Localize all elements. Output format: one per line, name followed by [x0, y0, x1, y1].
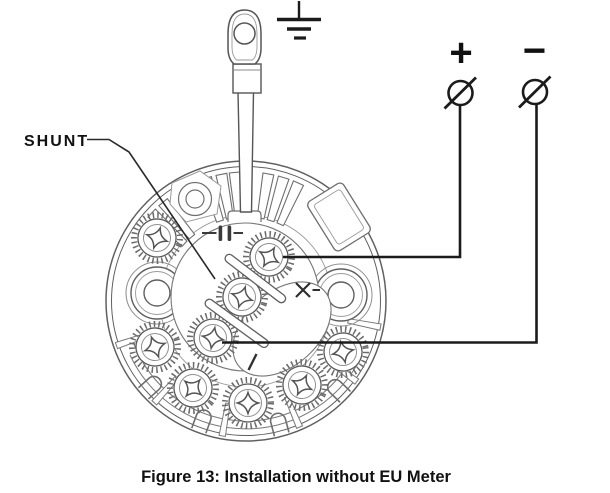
negative-wire: [222, 104, 538, 344]
shunt-strap: [224, 253, 287, 304]
earth-ground-icon: [277, 1, 321, 40]
positive-wire: [283, 106, 462, 259]
positive-terminal-icon: [443, 76, 477, 110]
shunt-strap: [204, 298, 269, 349]
negative-terminal-label: −: [523, 29, 546, 73]
positive-terminal-label: +: [449, 31, 472, 75]
lug-eye-hole: [233, 22, 256, 45]
small-hole-top-left: [169, 170, 222, 223]
figure-caption: Figure 13: Installation without EU Meter: [141, 468, 451, 486]
lug-wire: [237, 91, 255, 213]
mounting-hole-left: [125, 261, 189, 325]
shunt-label: SHUNT: [24, 133, 89, 150]
terminal-screw: [225, 380, 271, 426]
supply-wiring: [222, 104, 538, 344]
mounting-hole-right: [309, 263, 373, 327]
slash-mark: [247, 353, 258, 371]
capacitor-mark: [202, 225, 243, 241]
ring-terminal-lug: [227, 9, 262, 213]
shunt-straps: [204, 253, 287, 349]
negative-terminal-icon: [518, 75, 552, 109]
x-mark: [295, 282, 320, 298]
terminal-screw: [126, 318, 185, 377]
lug-barrel: [232, 63, 262, 94]
housing-slot: [307, 182, 371, 252]
shunt-leader-line: [87, 138, 216, 280]
